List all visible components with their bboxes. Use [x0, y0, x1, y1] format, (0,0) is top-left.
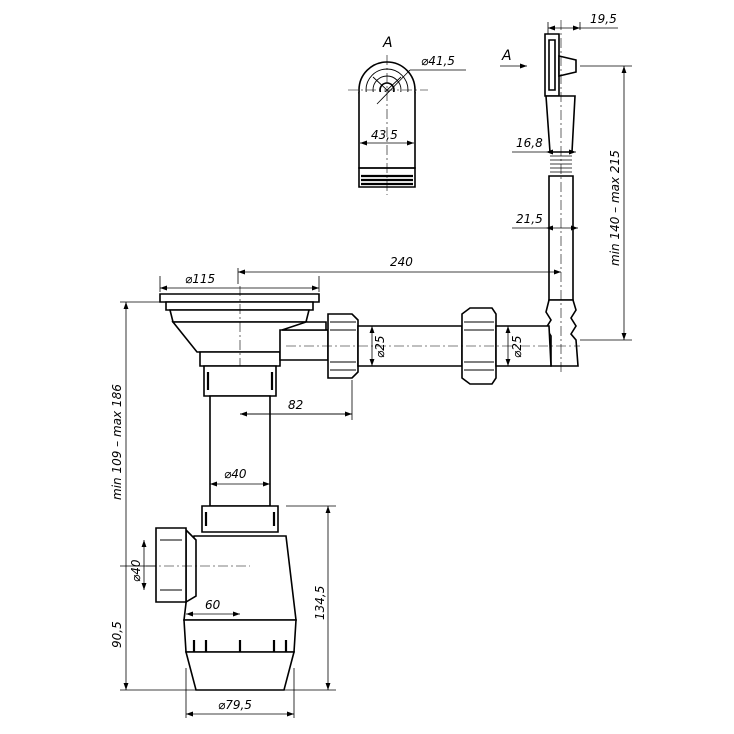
dim-overflow-tube-lower: 21,5 [516, 212, 543, 226]
dim-overflow-offset: 19,5 [590, 12, 617, 26]
side-connection-pipe: ⌀25 ⌀25 [286, 307, 580, 385]
dim-height-90-5: 90,5 [110, 621, 124, 648]
dim-drain-pipe-diameter: ⌀40 [224, 467, 247, 481]
dim-offset-82: 82 [288, 398, 303, 412]
dim-overflow-width: 43,5 [371, 128, 398, 142]
dim-outlet-diameter: ⌀40 [129, 559, 143, 582]
dim-overflow-tube-upper: 16,8 [516, 136, 543, 150]
height-dimensions: min 109 – max 186 90,5 134,5 [110, 301, 336, 691]
overflow-assembly: A 19,5 16,8 21,5 min 140 – max 215 [500, 12, 632, 372]
strainer-assembly: ⌀115 [159, 272, 329, 520]
dim-side-pipe-diameter-1: ⌀25 [373, 336, 387, 359]
dim-outlet-length: 60 [205, 598, 221, 612]
drain-pipe: 82 ⌀40 [203, 365, 353, 507]
view-label-a-right: A [501, 48, 512, 64]
dim-bottle-diameter: ⌀79,5 [218, 698, 252, 712]
dim-overflow-diameter: ⌀41,5 [421, 54, 455, 68]
dimension-240: 240 [237, 255, 561, 284]
dim-height-134-5: 134,5 [313, 586, 327, 620]
dim-height-range: min 109 – max 186 [110, 384, 124, 500]
view-label-a-left: A [382, 35, 393, 51]
dim-length-240: 240 [390, 255, 413, 269]
dim-overflow-height-range: min 140 – max 215 [608, 150, 622, 266]
dim-side-pipe-diameter-2: ⌀25 [510, 336, 524, 359]
overflow-detail-view: A 43,5 ⌀41,5 [348, 35, 466, 195]
bottle-trap: ⌀40 60 ⌀79,5 [129, 505, 297, 718]
dim-strainer-diameter: ⌀115 [185, 272, 215, 286]
